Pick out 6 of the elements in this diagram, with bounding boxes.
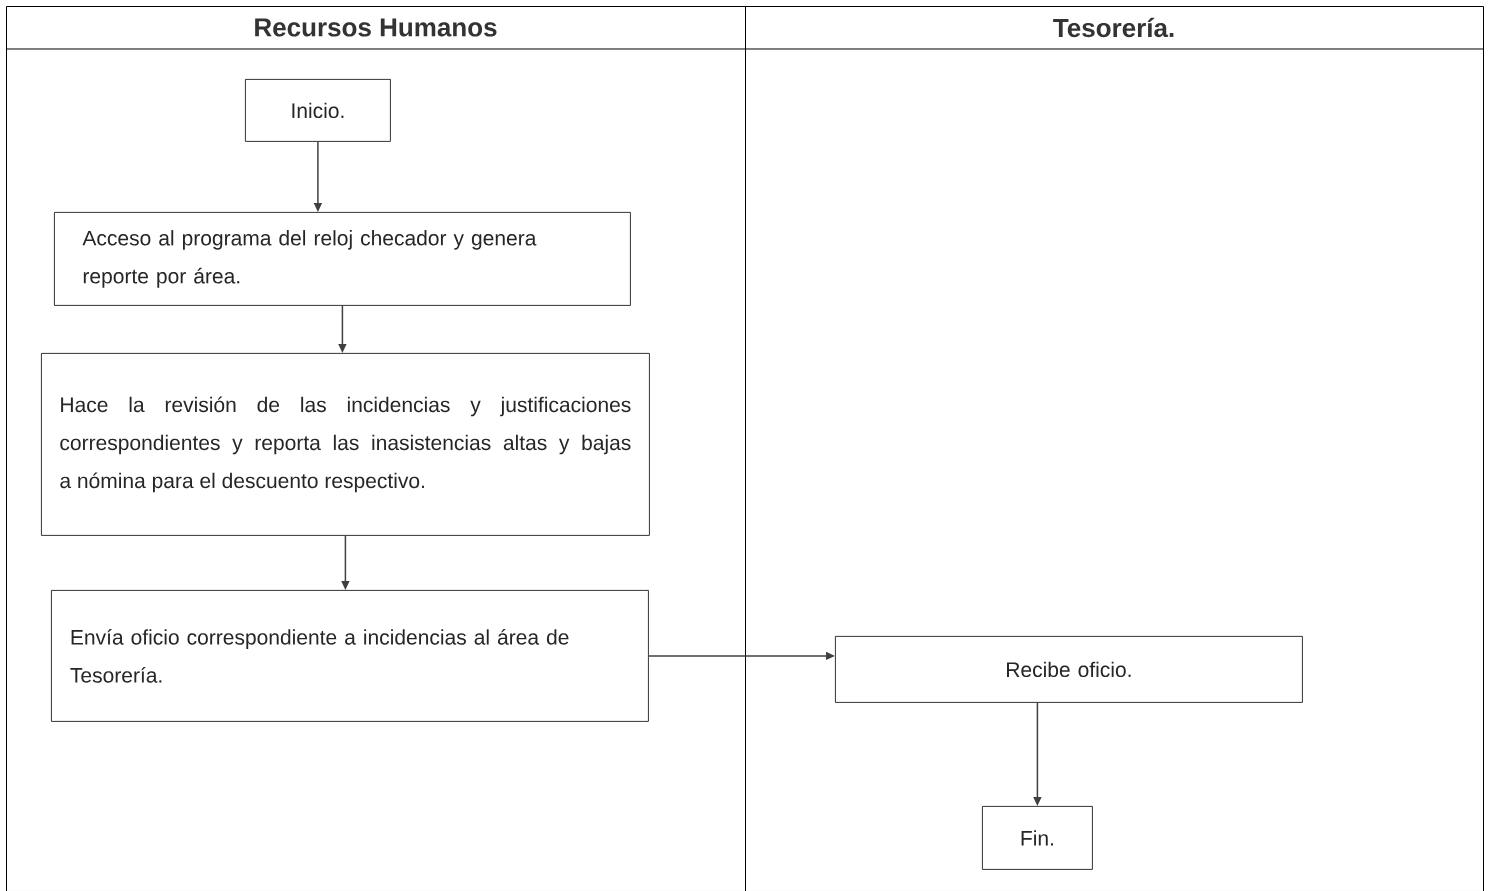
process-box: Hace la revisión de las incidencias y justificaciones correspondientes y reporta las inasistencias altas y bajas a nómina para el descuento respectivo. (41, 353, 650, 536)
process-box: Envía oficio correspondiente a incidencias al área de Tesorería. (51, 590, 649, 722)
process-box: Inicio. (245, 79, 391, 142)
process-box: Recibe oficio. (835, 636, 1303, 703)
process-box: Acceso al programa del reloj checador y genera reporte por área. (54, 212, 631, 306)
process-box: Fin. (982, 806, 1093, 870)
